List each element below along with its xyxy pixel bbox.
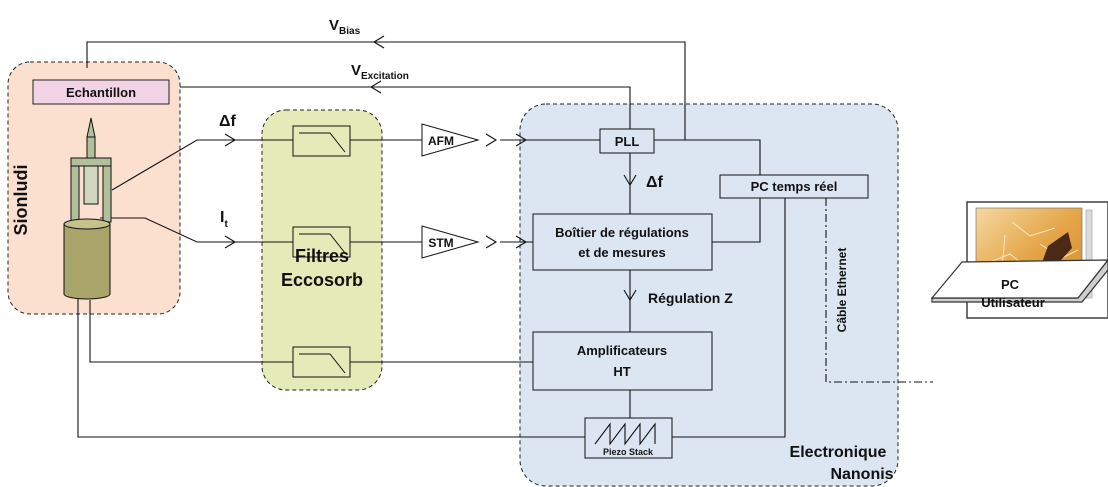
cable-ethernet-label: Câble Ethernet [835,248,849,333]
lowpass-filter-3 [292,346,351,378]
piezo-stack-box: Piezo Stack [584,417,673,459]
vexcitation-arrow [369,80,382,94]
stm-amplifier: STM [421,225,480,259]
echantillon-label: Echantillon [66,85,136,100]
it-arrow [224,235,237,249]
pll-box [599,128,655,154]
vbias-arrow [372,35,385,49]
it-label: It [220,209,228,230]
delta-f-arrow [224,133,237,147]
pll-in-arrow [515,133,528,147]
pc-utilisateur-label-line2: Utilisateur [981,295,1045,310]
vbias-wire [86,41,686,140]
arrowheads [224,35,637,302]
lowpass-filter-2 [292,226,351,258]
v-excitation-label: VExcitation [351,62,409,82]
boitier-box [532,213,713,271]
amplificateurs-label-line2: HT [613,364,630,379]
stm-arrow [485,235,498,249]
delta-f-down-arrow [623,174,637,187]
lowpass-filter-1 [292,125,351,157]
delta-f-mid-label: Δf [646,174,664,191]
pll-label: PLL [615,134,640,149]
vexcitation-wire [180,86,631,130]
stm-label: STM [428,236,453,250]
sawtooth-icon [594,422,656,446]
afm-label: AFM [428,134,454,148]
sionludi-label: Sionludi [11,165,31,236]
afm-amplifier: AFM [421,123,480,157]
pc-temps-reel-box [719,174,869,199]
regulation-z-arrow [623,289,637,302]
filtres-label-line2: Eccosorb [281,270,363,290]
filtres-label-line1: Filtres [295,246,349,266]
boitier-in-arrow [515,235,528,249]
pc-utilisateur-label-line1: PC [1001,277,1020,292]
amplificateurs-box [532,331,713,391]
nanonis-label-line2: Nanonis [830,466,893,483]
delta-f-input-wire [111,139,293,191]
piezo-stack-label: Piezo Stack [603,447,654,457]
boitier-label-line2: et de mesures [578,245,665,260]
wiring [77,41,786,438]
boitier-label-line1: Boîtier de régulations [555,225,689,240]
pc-temps-reel-label: PC temps réel [751,179,838,194]
afm-arrow [485,133,498,147]
piezo-cylinder-icon [63,218,111,300]
amplificateurs-label-line1: Amplificateurs [577,343,667,358]
regulation-z-label: Régulation Z [648,290,733,306]
delta-f-left-label: Δf [219,113,237,130]
v-bias-label: VBias [329,17,361,37]
it-input-wire [100,217,293,243]
tip-icon [70,117,112,223]
electronique-label-line1: Electronique [790,444,887,461]
laptop-icon [930,201,1108,319]
echantillon-box [32,79,170,105]
ethernet-cable [825,198,933,383]
